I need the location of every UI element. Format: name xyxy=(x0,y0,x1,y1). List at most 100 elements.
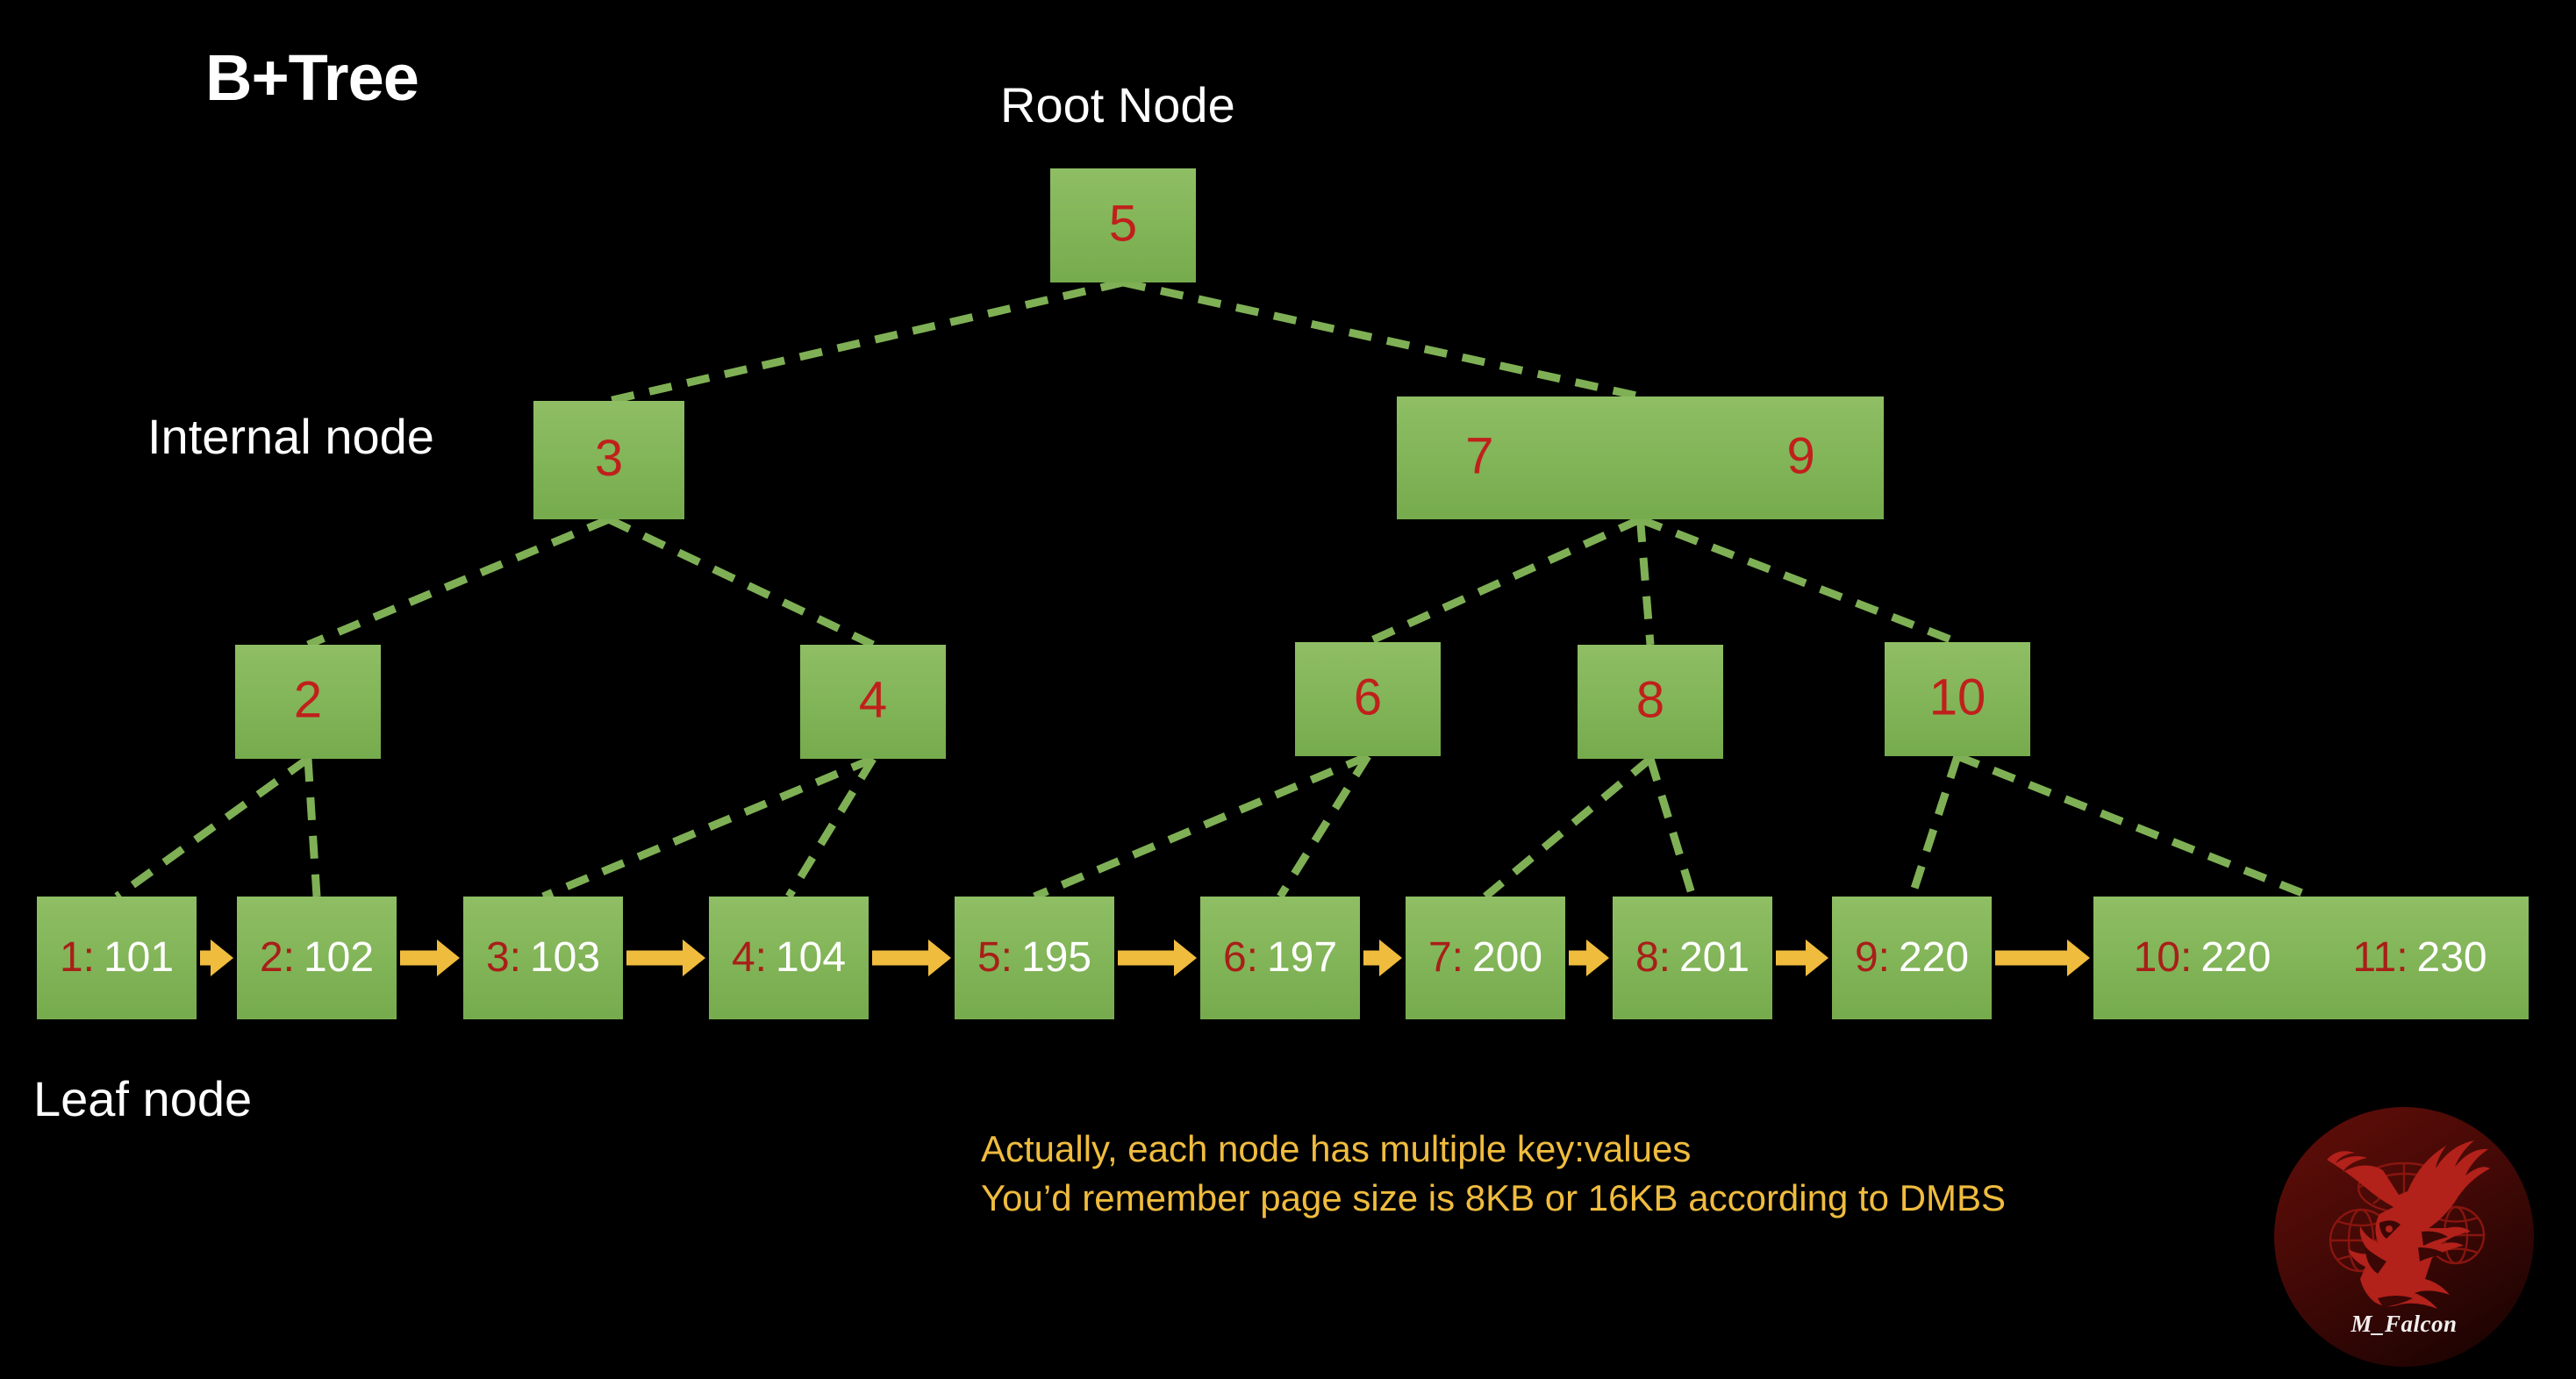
leaf-link-arrow xyxy=(1776,940,1828,976)
leaf-entry: 8:201 xyxy=(1635,934,1750,981)
leaf-entry-value: 230 xyxy=(2417,934,2487,981)
leaf-entry-key: 1: xyxy=(60,934,95,981)
leaf-entry-value: 195 xyxy=(1021,934,1091,981)
tree-edge xyxy=(607,515,875,649)
leaf-entry: 3:103 xyxy=(486,934,600,981)
node-key: 10 xyxy=(1929,668,1986,725)
tree-edge xyxy=(607,278,1125,405)
leaf-entry-key: 11: xyxy=(2352,934,2408,981)
leaf-entry-value: 197 xyxy=(1267,934,1337,981)
tree-edges xyxy=(114,278,2313,901)
node-key: 3 xyxy=(595,430,623,487)
leaf-entry: 10:220 xyxy=(2134,934,2272,981)
leaf-link-arrow xyxy=(1995,940,2090,976)
leaf-entry-value: 220 xyxy=(2200,934,2271,981)
leaf-entry-key: 6: xyxy=(1223,934,1258,981)
annotation-line-2: You’d remember page size is 8KB or 16KB … xyxy=(981,1176,2007,1218)
leaf-node-box[interactable]: 9:220 xyxy=(1832,897,1992,1019)
leaf-entry-value: 201 xyxy=(1679,934,1750,981)
annotation-line-1: Actually, each node has multiple key:val… xyxy=(981,1128,1692,1169)
leaf-entry: 2:102 xyxy=(260,934,374,981)
internal-node-box[interactable]: 4 xyxy=(800,645,946,759)
annotation-note: Actually, each node has multiple key:val… xyxy=(981,1125,2006,1223)
tree-edge xyxy=(1366,515,1642,647)
node-key: 5 xyxy=(1109,195,1137,252)
leaf-link-arrow xyxy=(1118,940,1197,976)
leaf-node-box[interactable]: 2:102 xyxy=(237,897,397,1019)
leaf-entry-key: 4: xyxy=(732,934,767,981)
node-key: 8 xyxy=(1636,671,1664,728)
leaf-entry: 1:101 xyxy=(60,934,174,981)
tree-edge xyxy=(1483,755,1653,900)
leaf-link-arrow xyxy=(400,940,460,976)
tree-edge xyxy=(1122,278,1642,401)
tree-edge xyxy=(1638,515,1959,647)
leaf-node-box[interactable]: 3:103 xyxy=(463,897,623,1019)
root-node-label: Root Node xyxy=(1000,77,1235,132)
node-key: 6 xyxy=(1354,668,1382,725)
leaf-entry-key: 10: xyxy=(2134,934,2193,981)
node-key: 4 xyxy=(859,671,887,728)
internal-node-box[interactable]: 3 xyxy=(533,401,684,519)
leaf-entry-key: 3: xyxy=(486,934,521,981)
internal-node-box[interactable]: 2 xyxy=(235,645,381,759)
leaf-entry-value: 104 xyxy=(776,934,846,981)
leaf-entry: 11:230 xyxy=(2352,934,2487,981)
watermark-name: M_Falcon xyxy=(2351,1311,2458,1337)
root-node-box[interactable]: 5 xyxy=(1050,168,1196,282)
leaf-link-arrows xyxy=(200,940,2090,976)
leaf-entry-value: 200 xyxy=(1472,934,1542,981)
tree-edge xyxy=(785,756,877,899)
internal-node-box[interactable]: 10 xyxy=(1885,642,2030,756)
leaf-link-arrow xyxy=(1569,940,1609,976)
leaf-link-arrow xyxy=(1363,940,1402,976)
node-key: 9 xyxy=(1787,427,1815,484)
leaf-entry: 4:104 xyxy=(732,934,846,981)
leaf-node-box[interactable]: 8:201 xyxy=(1613,897,1772,1019)
leaf-node-box[interactable]: 10:220 11:230 xyxy=(2093,897,2529,1019)
leaf-entry: 9:220 xyxy=(1855,934,1969,981)
leaf-entry-key: 8: xyxy=(1635,934,1671,981)
tree-edge xyxy=(1646,757,1697,898)
leaf-entry-key: 7: xyxy=(1428,934,1463,981)
page-title: B+Tree xyxy=(205,41,419,114)
internal-node-box[interactable]: 8 xyxy=(1578,645,1723,759)
tree-edge xyxy=(1033,752,1370,901)
tree-edge xyxy=(114,755,311,900)
leaf-entry-value: 103 xyxy=(530,934,600,981)
falcon-globe-icon xyxy=(2274,1107,2534,1367)
tree-edge xyxy=(304,758,321,897)
leaf-entry-value: 101 xyxy=(104,934,174,981)
leaf-link-arrow xyxy=(872,940,951,976)
tree-edge xyxy=(1907,754,1962,898)
tree-edge xyxy=(306,515,611,649)
leaf-entry: 7:200 xyxy=(1428,934,1542,981)
leaf-node-box[interactable]: 7:200 xyxy=(1406,897,1565,1019)
tree-edge xyxy=(1636,518,1655,646)
node-key: 7 xyxy=(1465,427,1493,484)
tree-edge xyxy=(541,754,875,901)
leaf-entry-value: 102 xyxy=(304,934,374,981)
node-key: 2 xyxy=(294,671,322,728)
leaf-node-box[interactable]: 6:197 xyxy=(1200,897,1360,1019)
leaf-node-box[interactable]: 1:101 xyxy=(37,897,197,1019)
leaf-node-box[interactable]: 5:195 xyxy=(955,897,1114,1019)
leaf-entry-key: 5: xyxy=(977,934,1013,981)
leaf-node-label: Leaf node xyxy=(33,1071,253,1126)
leaf-entry: 5:195 xyxy=(977,934,1091,981)
leaf-link-arrow xyxy=(200,940,233,976)
leaf-entry-key: 2: xyxy=(260,934,295,981)
leaf-entry-key: 9: xyxy=(1855,934,1890,981)
leaf-entry-value: 220 xyxy=(1899,934,1969,981)
leaf-node-box[interactable]: 4:104 xyxy=(709,897,869,1019)
tree-edge xyxy=(1277,754,1371,899)
internal-node-box[interactable]: 6 xyxy=(1295,642,1441,756)
tree-edge xyxy=(1956,752,2313,901)
leaf-entry: 6:197 xyxy=(1223,934,1337,981)
internal-node-label: Internal node xyxy=(147,409,434,464)
watermark-logo: M_Falcon xyxy=(2274,1107,2534,1367)
